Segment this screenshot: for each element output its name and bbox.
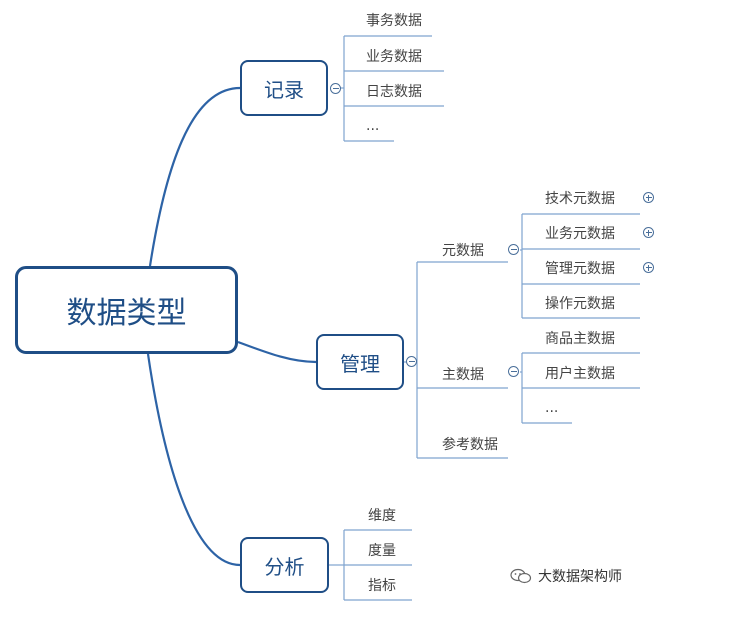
branch-record-label: 记录 <box>264 77 304 102</box>
branch-record[interactable]: 记录 <box>240 60 328 116</box>
subbranch-master-label[interactable]: 主数据 <box>442 367 484 383</box>
subbranch-meta-label[interactable]: 元数据 <box>442 243 484 259</box>
branch-manage-label: 管理 <box>340 351 380 376</box>
leaf-record-2[interactable]: 业务数据 <box>366 49 422 65</box>
collapse-icon[interactable] <box>508 244 519 255</box>
root-node[interactable]: 数据类型 <box>15 266 238 354</box>
leaf-master-1[interactable]: 商品主数据 <box>545 331 615 347</box>
leaf-meta-1[interactable]: 技术元数据 <box>545 191 615 207</box>
leaf-master-3[interactable]: ... <box>545 400 559 416</box>
collapse-icon[interactable] <box>330 83 341 94</box>
leaf-meta-3[interactable]: 管理元数据 <box>545 261 615 277</box>
watermark-text: 大数据架构师 <box>538 569 622 585</box>
leaf-master-2[interactable]: 用户主数据 <box>545 366 615 382</box>
root-label: 数据类型 <box>66 296 187 331</box>
subbranch-reference-label[interactable]: 参考数据 <box>442 437 498 453</box>
expand-icon[interactable] <box>643 227 654 238</box>
leaf-analysis-3[interactable]: 指标 <box>368 578 396 594</box>
branch-manage[interactable]: 管理 <box>316 334 404 390</box>
leaf-record-3[interactable]: 日志数据 <box>366 84 422 100</box>
wechat-icon <box>510 568 532 584</box>
connector-root-manage <box>237 340 317 364</box>
expand-icon[interactable] <box>643 262 654 273</box>
leaf-analysis-1[interactable]: 维度 <box>368 508 396 524</box>
branch-analysis-label: 分析 <box>264 554 305 579</box>
leaf-record-1[interactable]: 事务数据 <box>366 13 422 29</box>
collapse-icon[interactable] <box>406 356 417 367</box>
collapse-icon[interactable] <box>508 366 519 377</box>
expand-icon[interactable] <box>643 192 654 203</box>
branch-analysis[interactable]: 分析 <box>240 537 329 593</box>
leaf-meta-2[interactable]: 业务元数据 <box>545 226 615 242</box>
watermark: 大数据架构师 <box>510 566 622 586</box>
leaf-meta-4[interactable]: 操作元数据 <box>545 296 615 312</box>
leaf-analysis-2[interactable]: 度量 <box>368 543 396 559</box>
leaf-record-4[interactable]: ... <box>366 118 380 134</box>
connector-root-record <box>148 86 241 267</box>
connector-root-analysis <box>146 353 241 567</box>
